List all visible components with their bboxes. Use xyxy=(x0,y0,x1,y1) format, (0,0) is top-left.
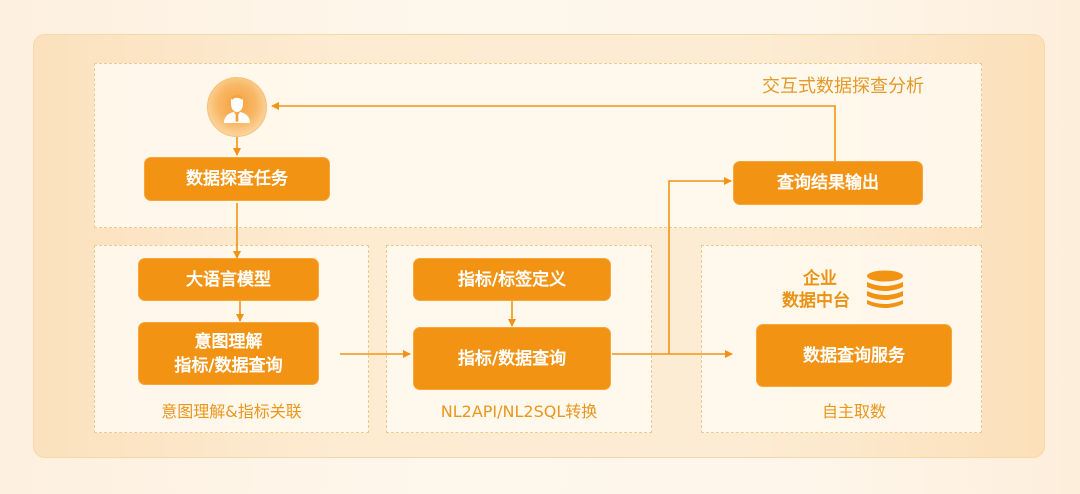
node-label: 查询结果输出 xyxy=(777,173,879,193)
node-label: 数据查询服务 xyxy=(803,345,905,366)
node-label: 指标/数据查询 xyxy=(457,348,567,369)
node-large-language-model: 大语言模型 xyxy=(139,259,318,300)
node-label: 数据探查任务 xyxy=(186,169,288,189)
node-metric-tag-definition: 指标/标签定义 xyxy=(414,259,610,300)
node-label-line2: 指标/数据查询 xyxy=(174,355,283,376)
database-icon xyxy=(867,270,903,308)
node-metric-data-query: 指标/数据查询 xyxy=(414,328,610,389)
node-label-line1: 意图理解 xyxy=(194,331,263,352)
node-data-exploration-task: 数据探查任务 xyxy=(145,158,329,200)
user-avatar xyxy=(207,77,267,137)
node-intent-understanding: 意图理解 指标/数据查询 xyxy=(139,323,318,384)
node-data-query-service: 数据查询服务 xyxy=(757,325,951,386)
caption-self-service: 自主取数 xyxy=(821,402,886,421)
enterprise-data-platform-label: 企业 数据中台 xyxy=(766,268,866,312)
section-title-interactive-analysis: 交互式数据探查分析 xyxy=(762,76,924,97)
label-line2: 数据中台 xyxy=(782,291,850,311)
node-query-result-output: 查询结果输出 xyxy=(734,162,922,204)
node-label: 大语言模型 xyxy=(186,269,271,290)
node-label: 指标/标签定义 xyxy=(457,269,567,290)
caption-intent-association: 意图理解&指标关联 xyxy=(161,402,302,421)
label-line1: 企业 xyxy=(803,269,837,289)
caption-nl2sql: NL2API/NL2SQL转换 xyxy=(440,402,598,421)
user-icon xyxy=(224,95,250,123)
